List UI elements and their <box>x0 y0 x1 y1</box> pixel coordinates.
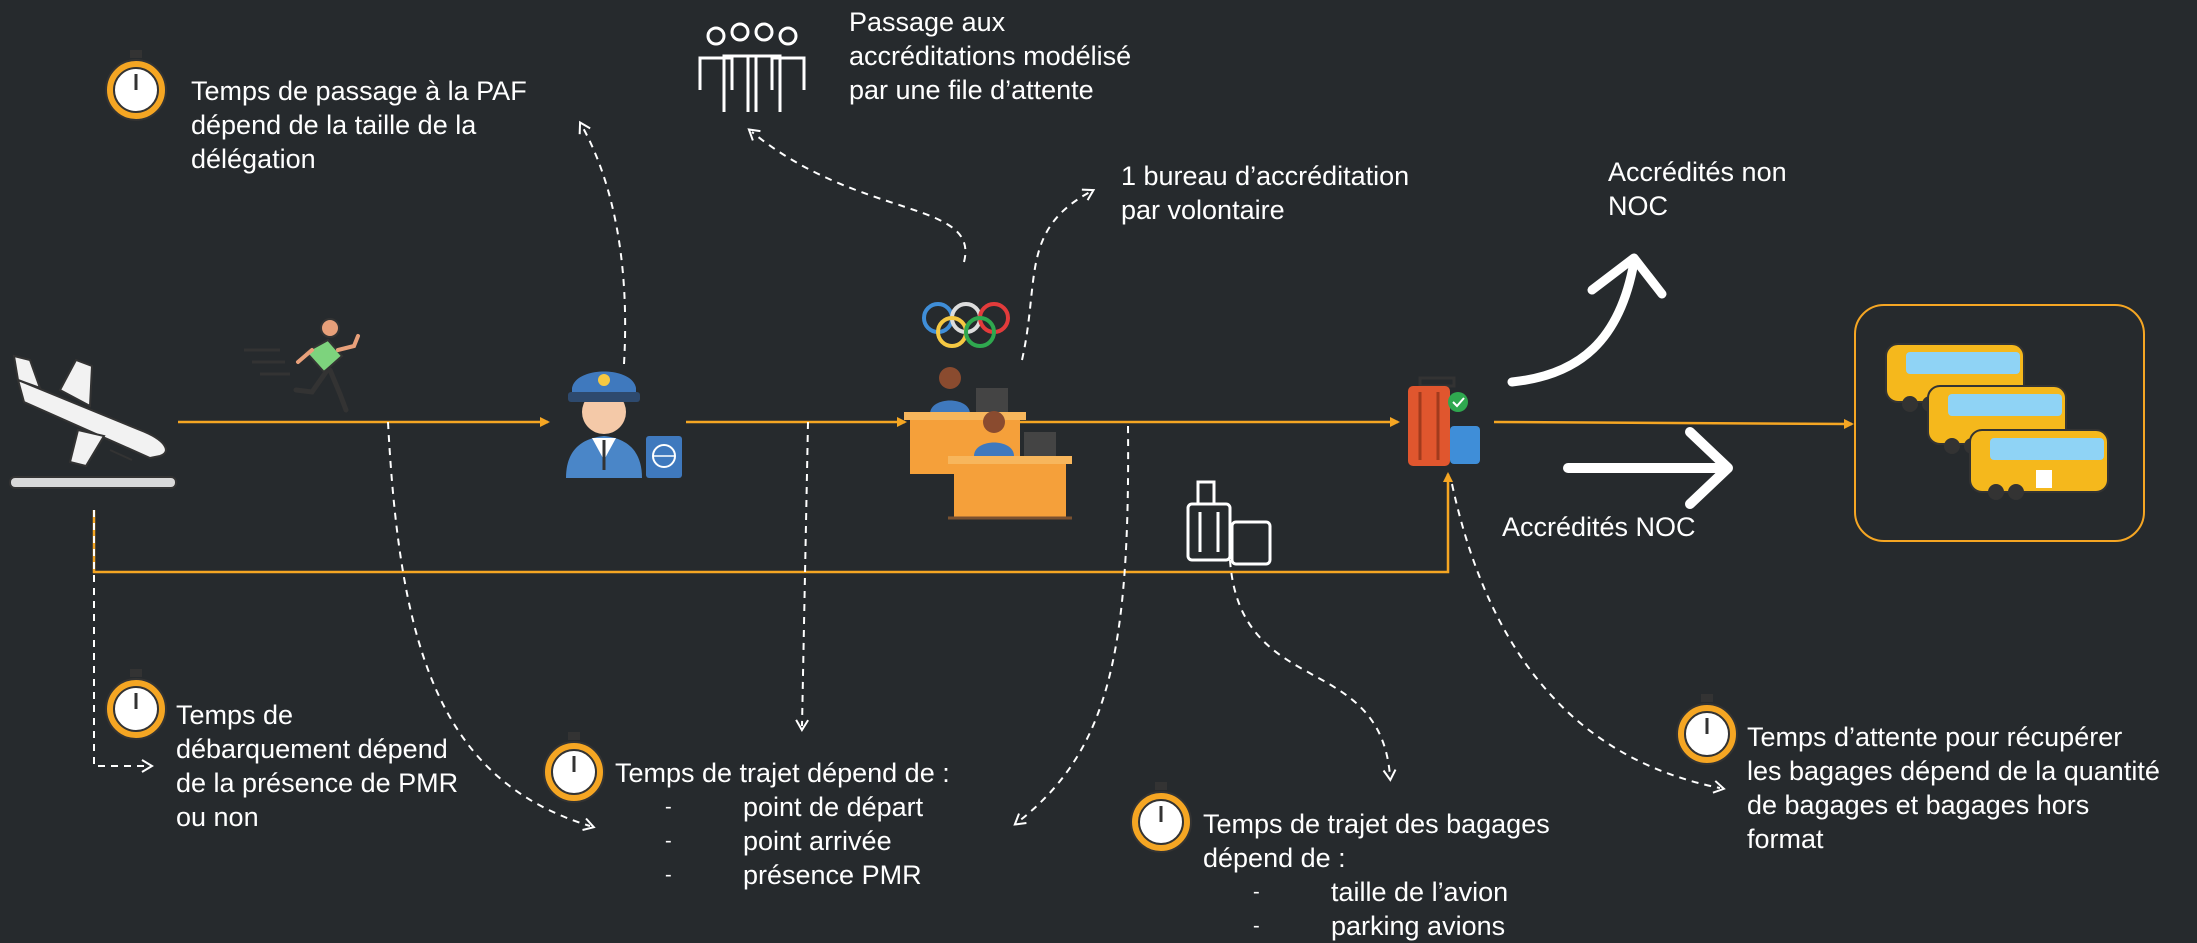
bagages-item-label: parking avions <box>1331 911 1506 941</box>
trajet-item-label: point arrivée <box>743 826 892 856</box>
noc-label: Accrédités NOC <box>1502 512 1696 542</box>
non-noc-arrow <box>1507 257 1639 387</box>
paf-line-3: délégation <box>191 144 316 174</box>
debarquement-line-2: débarquement dépend <box>176 734 448 764</box>
debarquement-line-1: Temps de <box>176 700 294 730</box>
bagages-trajet-line-2: dépend de : <box>1203 843 1346 873</box>
police-officer-icon <box>566 371 642 478</box>
attente-line-3: de bagages et bagages hors <box>1747 790 2090 820</box>
attente-line-2: les bagages dépend de la quantité <box>1747 756 2160 786</box>
suitcase-checked-icon <box>1408 376 1480 466</box>
non-noc-arrow-head <box>1587 253 1667 299</box>
runner-icon <box>244 318 360 413</box>
trajet-title: Temps de trajet dépend de : <box>615 758 950 788</box>
non-noc-line-1: Accrédités non <box>1608 157 1787 187</box>
bagages-trajet-line-1: Temps de trajet des bagages <box>1203 809 1550 839</box>
queue-line-1: Passage aux <box>849 7 1006 37</box>
bullet-dash: - <box>665 864 672 886</box>
bullet-dash: - <box>1253 915 1260 937</box>
bus-icon <box>1885 343 2109 500</box>
airplane-landing-icon <box>9 354 177 489</box>
crowd-icon <box>698 22 806 112</box>
bus-boarding-box <box>1854 304 2145 542</box>
passport-icon <box>646 436 682 478</box>
accreditation-desk-icon <box>904 367 1072 520</box>
bureau-line-2: par volontaire <box>1121 195 1285 225</box>
annotation-arrows <box>93 120 1726 831</box>
queue-line-2: accréditations modélisé <box>849 41 1132 71</box>
luggage-icon <box>1186 480 1272 566</box>
stopwatch-icon <box>105 50 1738 853</box>
bureau-line-1: 1 bureau d’accréditation <box>1121 161 1410 191</box>
attente-line-1: Temps d’attente pour récupérer <box>1747 722 2123 752</box>
non-noc-line-2: NOC <box>1608 191 1668 221</box>
attente-line-4: format <box>1747 824 1824 854</box>
debarquement-line-3: de la présence de PMR <box>176 768 459 798</box>
paf-line-2: dépend de la taille de la <box>191 110 477 140</box>
bullet-dash: - <box>1253 881 1260 903</box>
olympic-rings-icon <box>922 302 1010 348</box>
bullet-dash: - <box>665 830 672 852</box>
trajet-item-label: point de départ <box>743 792 924 822</box>
queue-line-3: par une file d’attente <box>849 75 1094 105</box>
noc-arrow-head <box>1685 427 1733 509</box>
bagages-item-label: taille de l’avion <box>1331 877 1509 907</box>
main-flow-line <box>178 417 1854 429</box>
trajet-item-label: présence PMR <box>743 860 922 890</box>
debarquement-line-4: ou non <box>176 802 259 832</box>
bullet-dash: - <box>665 796 672 818</box>
paf-line-1: Temps de passage à la PAF <box>191 76 527 106</box>
